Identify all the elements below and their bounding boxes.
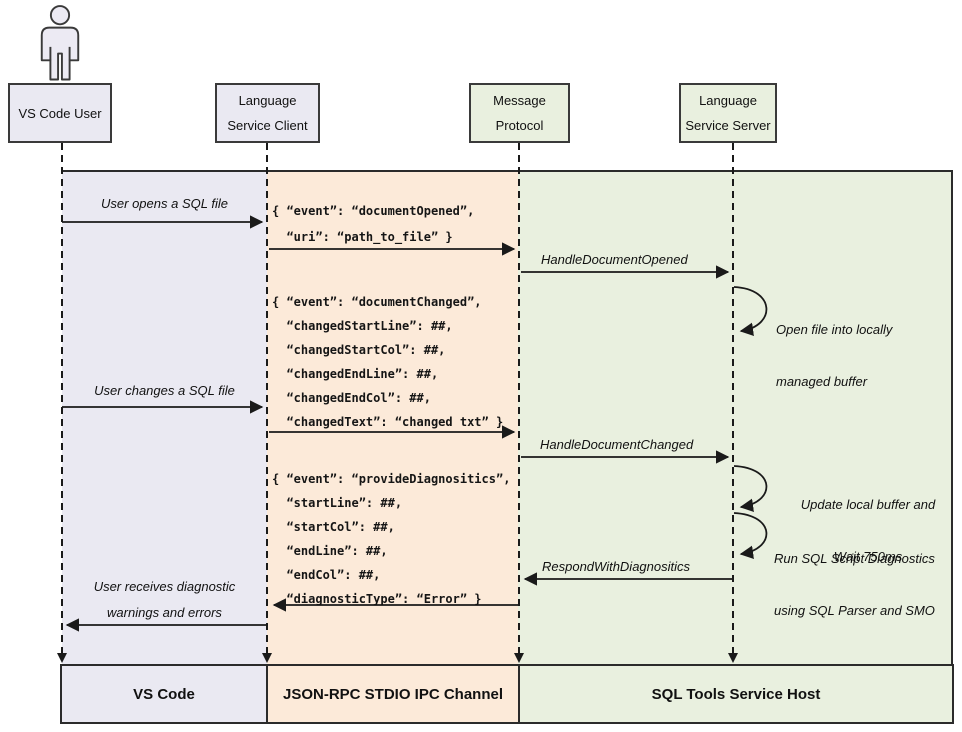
- note-open-file: Open file into locally managed buffer: [776, 291, 892, 395]
- note-update-buffer: Update local buffer and Wait 750ms: [770, 466, 962, 570]
- swimlane-bands: [62, 170, 953, 664]
- label-user-changes: User changes a SQL file: [94, 383, 235, 398]
- note-open-file-line2: managed buffer: [776, 374, 868, 389]
- lane-ipc-label: JSON-RPC STDIO IPC Channel: [282, 685, 504, 703]
- note-run-diagnostics-line1: Run SQL Script Diagnostics: [774, 551, 935, 566]
- lane-host-label: SQL Tools Service Host: [651, 685, 821, 703]
- label-user-receives: User receives diagnostic warnings and er…: [62, 574, 267, 626]
- label-handle-document-opened: HandleDocumentOpened: [541, 252, 688, 267]
- note-run-diagnostics: Run SQL Script Diagnostics using SQL Par…: [774, 520, 935, 624]
- vscode-lane-band: [62, 172, 267, 664]
- lane-sql-tools-host: SQL Tools Service Host: [518, 664, 954, 724]
- label-user-opens: User opens a SQL file: [101, 196, 228, 211]
- actor-vscode-user: VS Code User: [8, 83, 112, 143]
- note-update-buffer-line1: Update local buffer and: [800, 497, 936, 512]
- actor-label-line1: Language: [238, 93, 297, 108]
- note-run-diagnostics-line2: using SQL Parser and SMO: [774, 603, 935, 618]
- actor-label-line2: Service Server: [685, 118, 771, 133]
- actor-label-line1: Language: [699, 93, 757, 108]
- user-person-icon: [40, 5, 80, 81]
- actor-label-line2: Service Client: [227, 118, 308, 133]
- payload-document-opened: { “event”: “documentOpened”, “uri”: “pat…: [272, 204, 475, 244]
- note-open-file-line1: Open file into locally: [776, 322, 893, 337]
- actor-label-line2: Protocol: [495, 118, 544, 133]
- label-respond-with-diagnositics: RespondWithDiagnositics: [542, 559, 691, 574]
- label-user-receives-line2: warnings and errors: [107, 605, 222, 620]
- host-lane-band: [517, 172, 952, 664]
- actor-language-service-server: Language Service Server: [679, 83, 777, 143]
- actor-label: VS Code User: [18, 105, 102, 121]
- label-user-receives-line1: User receives diagnostic: [93, 579, 236, 594]
- actor-label-line1: Message: [493, 93, 546, 108]
- payload-document-changed: { “event”: “documentChanged”, “changedSt…: [272, 295, 504, 429]
- lane-vscode: VS Code: [60, 664, 268, 724]
- lane-ipc-channel: JSON-RPC STDIO IPC Channel: [266, 664, 520, 724]
- note-update-buffer-line2: Wait 750ms: [833, 549, 903, 564]
- ipc-lane-band: [266, 172, 518, 664]
- label-handle-document-changed: HandleDocumentChanged: [540, 437, 694, 452]
- lane-vscode-label: VS Code: [133, 685, 195, 703]
- actor-message-protocol: Message Protocol: [469, 83, 570, 143]
- actor-language-service-client: Language Service Client: [215, 83, 320, 143]
- payload-provide-diagnostics: { “event”: “provideDiagnositics”, “start…: [272, 472, 511, 606]
